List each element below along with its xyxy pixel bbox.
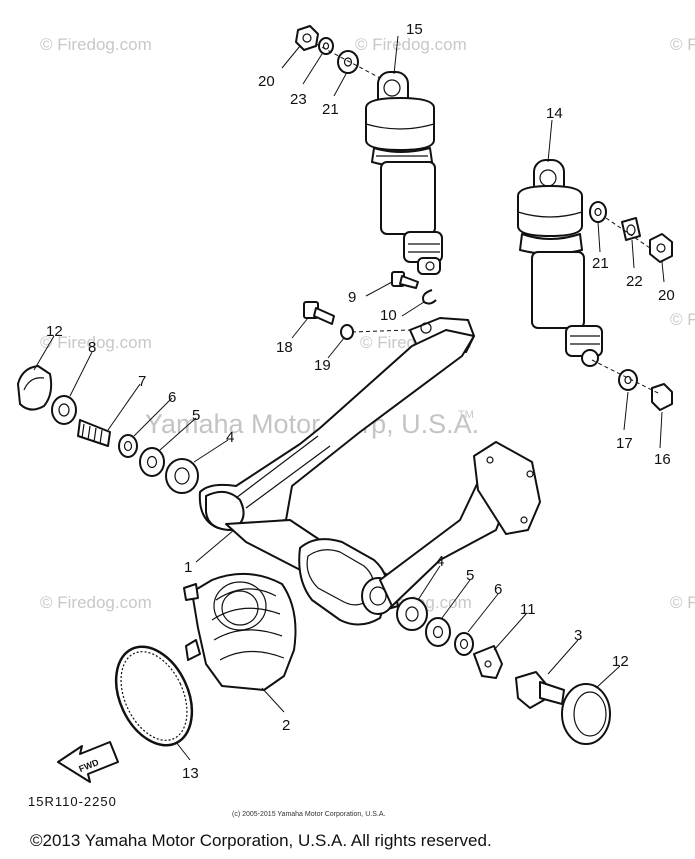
collar-6-right xyxy=(454,632,474,656)
callout-5: 5 xyxy=(192,407,200,424)
callout-7: 7 xyxy=(138,373,146,390)
watermark-site: © Firedog.com xyxy=(40,593,152,612)
callout-labels: 15 14 20 23 21 21 22 20 9 10 18 19 12 8 … xyxy=(46,21,675,782)
washer-left-small xyxy=(318,37,334,55)
collar-right xyxy=(621,217,641,241)
washer-17 xyxy=(618,369,638,391)
callout-20: 20 xyxy=(258,73,275,90)
nut-16 xyxy=(651,383,673,411)
callout-8: 8 xyxy=(88,339,96,356)
callout-23: 23 xyxy=(290,91,307,108)
callout-18: 18 xyxy=(276,339,293,356)
callout-14: 14 xyxy=(546,105,563,122)
copyright-main: ©2013 Yamaha Motor Corporation, U.S.A. A… xyxy=(30,831,492,850)
callout-21: 21 xyxy=(322,101,339,118)
cap-left xyxy=(17,365,53,411)
copyright-small: (c) 2005-2015 Yamaha Motor Corporation, … xyxy=(232,811,385,818)
plate-11 xyxy=(473,645,503,679)
callout-19: 19 xyxy=(314,357,331,374)
callout-4: 4 xyxy=(436,553,444,570)
callout-16: 16 xyxy=(654,451,671,468)
watermark-site: © Firedog.com xyxy=(670,310,695,329)
pivot-bolt-3 xyxy=(515,671,565,709)
watermark-site: © Firedog.com xyxy=(355,35,467,54)
rear-shock-left xyxy=(365,71,443,275)
assembly-lines xyxy=(315,43,661,395)
nut-left xyxy=(295,25,319,51)
washer-5-right xyxy=(425,617,451,647)
callout-4: 4 xyxy=(226,429,234,446)
watermark-tm: TM xyxy=(458,409,474,421)
boot-2 xyxy=(183,572,297,691)
oring-13 xyxy=(114,645,194,747)
rear-shock-right xyxy=(517,159,603,367)
callout-11: 11 xyxy=(520,601,536,618)
watermark-site: © Firedog.com xyxy=(40,35,152,54)
callout-21: 21 xyxy=(592,255,609,272)
callout-20: 20 xyxy=(658,287,675,304)
bearing-4-left xyxy=(165,458,199,494)
swingarm xyxy=(198,329,541,626)
diagram-ref-code: 15R110-2250 xyxy=(28,794,117,809)
watermark-site: © Firedog.com xyxy=(40,333,152,352)
callout-15: 15 xyxy=(406,21,423,38)
pivot-shaft-7 xyxy=(77,419,111,447)
bolt-18 xyxy=(303,301,335,325)
bushing-8 xyxy=(51,395,77,425)
fwd-arrow-icon: FWD xyxy=(57,741,119,783)
callout-22: 22 xyxy=(626,273,643,290)
callout-10: 10 xyxy=(380,307,397,324)
callout-6: 6 xyxy=(494,581,502,598)
callout-2: 2 xyxy=(282,717,290,734)
nut-right xyxy=(649,233,673,263)
callout-17: 17 xyxy=(616,435,633,452)
callout-9: 9 xyxy=(348,289,356,306)
callout-13: 13 xyxy=(182,765,199,782)
clip-10 xyxy=(422,289,437,305)
washer-19 xyxy=(340,324,354,340)
bearing-4-right xyxy=(396,597,428,631)
callout-5: 5 xyxy=(466,567,474,584)
bolt-9 xyxy=(391,271,419,289)
watermark-site: © Firedog.com xyxy=(670,35,695,54)
washer-left xyxy=(337,50,359,74)
washer-5-left xyxy=(139,447,165,477)
cap-right xyxy=(561,683,611,745)
callout-12: 12 xyxy=(612,653,629,670)
collar-6-left xyxy=(118,434,138,458)
watermark-site: © Firedog.com xyxy=(670,593,695,612)
callout-6: 6 xyxy=(168,389,176,406)
callout-3: 3 xyxy=(574,627,582,644)
callout-1: 1 xyxy=(184,559,192,576)
washer-right xyxy=(589,201,607,223)
leader-lines xyxy=(33,35,665,761)
callout-12: 12 xyxy=(46,323,63,340)
